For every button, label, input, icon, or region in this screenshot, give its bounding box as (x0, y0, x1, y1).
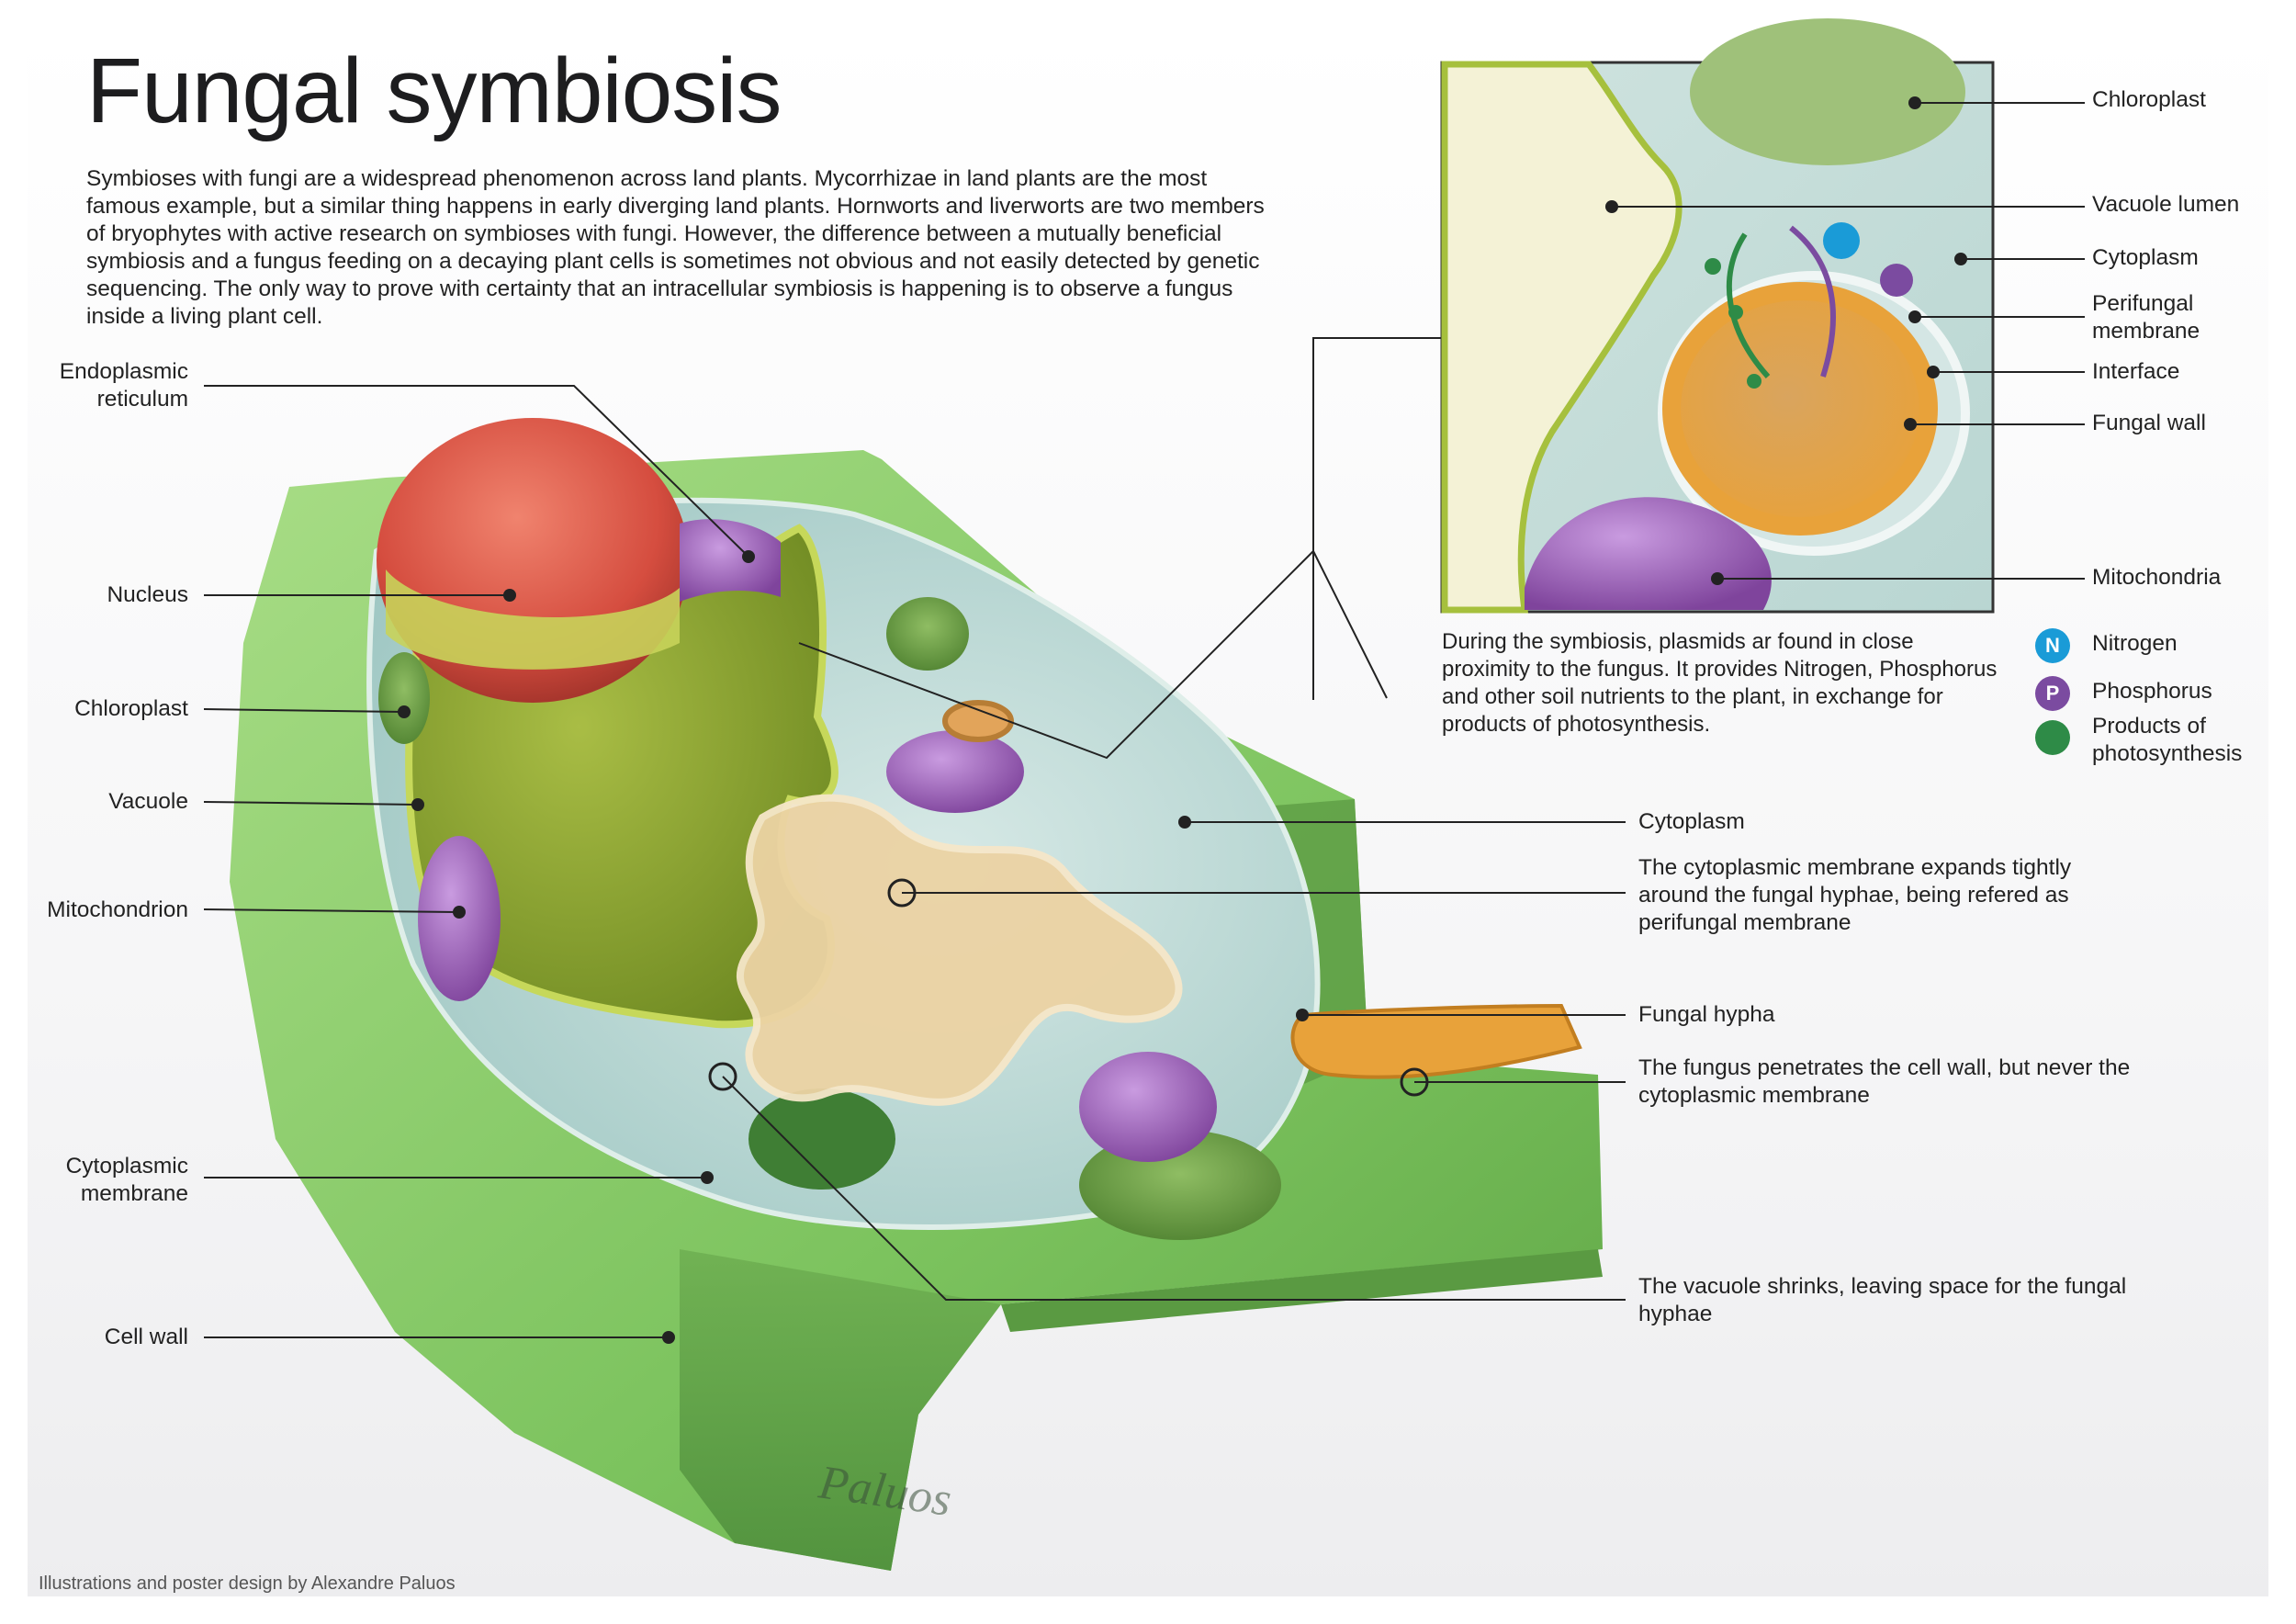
mitochondrion-bottom (1079, 1052, 1217, 1162)
legend-label-photosynthesis: Products of photosynthesis (2092, 714, 2243, 766)
label-nucleus: Nucleus (107, 582, 188, 607)
fungal-hyphae (737, 794, 1183, 1106)
inset-label-fungal-wall: Fungal wall (2092, 411, 2206, 435)
footer-credit: Illustrations and poster design by Alexa… (39, 1573, 456, 1594)
inset-label-perifungal-membrane: Perifungal membrane (2092, 291, 2200, 344)
inset-vacuole-lumen (1441, 61, 1683, 614)
label-cytoplasmic-membrane: Cytoplasmic membrane (65, 1154, 188, 1206)
inset-label-interface: Interface (2092, 359, 2180, 384)
chloroplast-top (886, 597, 969, 671)
inset-phosphorus-icon (1880, 264, 1913, 297)
nitrogen-icon: N (2035, 628, 2070, 663)
cell-wall-side-bottom (1001, 1249, 1603, 1332)
inset-label-mitochondria: Mitochondria (2092, 565, 2222, 590)
cell-wall-side (680, 1249, 1001, 1571)
label-vacuole: Vacuole (108, 789, 188, 814)
plastid (748, 1088, 895, 1190)
phosphorus-icon: P (2035, 676, 2070, 711)
label-fungal-hypha: Fungal hypha (1638, 1002, 1775, 1027)
chloroplast-left (378, 652, 430, 744)
inset-leader-dots (1605, 96, 1967, 585)
callout-circles (708, 878, 1429, 1097)
photosynthesis-icon (2035, 720, 2070, 755)
legend-label-nitrogen: Nitrogen (2092, 631, 2178, 656)
inset-label-cytoplasm: Cytoplasm (2092, 245, 2199, 270)
inset-caption: During the symbiosis, plasmids ar found … (1442, 629, 1998, 737)
inset-photosynthesis-arrow (1726, 232, 1771, 379)
inset-fungus (1662, 282, 1938, 536)
intro-paragraph: Symbioses with fungi are a widespread ph… (86, 166, 1265, 329)
label-cytoplasm: Cytoplasm (1638, 809, 1745, 834)
label-mitochondrion: Mitochondrion (47, 897, 188, 922)
note-vacuole-shrinks: The vacuole shrinks, leaving space for t… (1638, 1274, 2127, 1326)
label-chloroplast: Chloroplast (74, 696, 188, 721)
golgi (942, 700, 1014, 742)
inset-label-vacuole-lumen: Vacuole lumen (2092, 192, 2240, 217)
inset-chloroplast (1690, 18, 1965, 165)
inset-photo-dot (1747, 374, 1761, 389)
mitochondrion-top (886, 730, 1024, 813)
inset-zoom (1440, 18, 1995, 614)
label-endoplasmic-reticulum: Endoplasmic reticulum (59, 359, 188, 412)
legend-label-phosphorus: Phosphorus (2092, 679, 2212, 704)
inset-leader-lines (1612, 102, 2085, 580)
inset-photo-dot (1728, 305, 1743, 320)
inset-nutrient-arrow (1789, 225, 1836, 378)
nucleus-cut (386, 570, 680, 670)
inset-nitrogen-icon (1823, 222, 1860, 259)
inset-mitochondria (1525, 497, 1772, 610)
leader-lines (203, 337, 1626, 1338)
endoplasmic-reticulum (680, 519, 781, 602)
note-perifungal-membrane: The cytoplasmic membrane expands tightly… (1638, 855, 2072, 935)
note-penetration: The fungus penetrates the cell wall, but… (1638, 1055, 2131, 1108)
page-title: Fungal symbiosis (86, 39, 782, 142)
label-cell-wall: Cell wall (104, 1325, 188, 1349)
inset-photo-dot (1705, 258, 1721, 275)
inset-label-chloroplast: Chloroplast (2092, 87, 2206, 112)
leader-dots (398, 550, 1309, 1344)
fungal-hypha (1290, 1003, 1582, 1079)
